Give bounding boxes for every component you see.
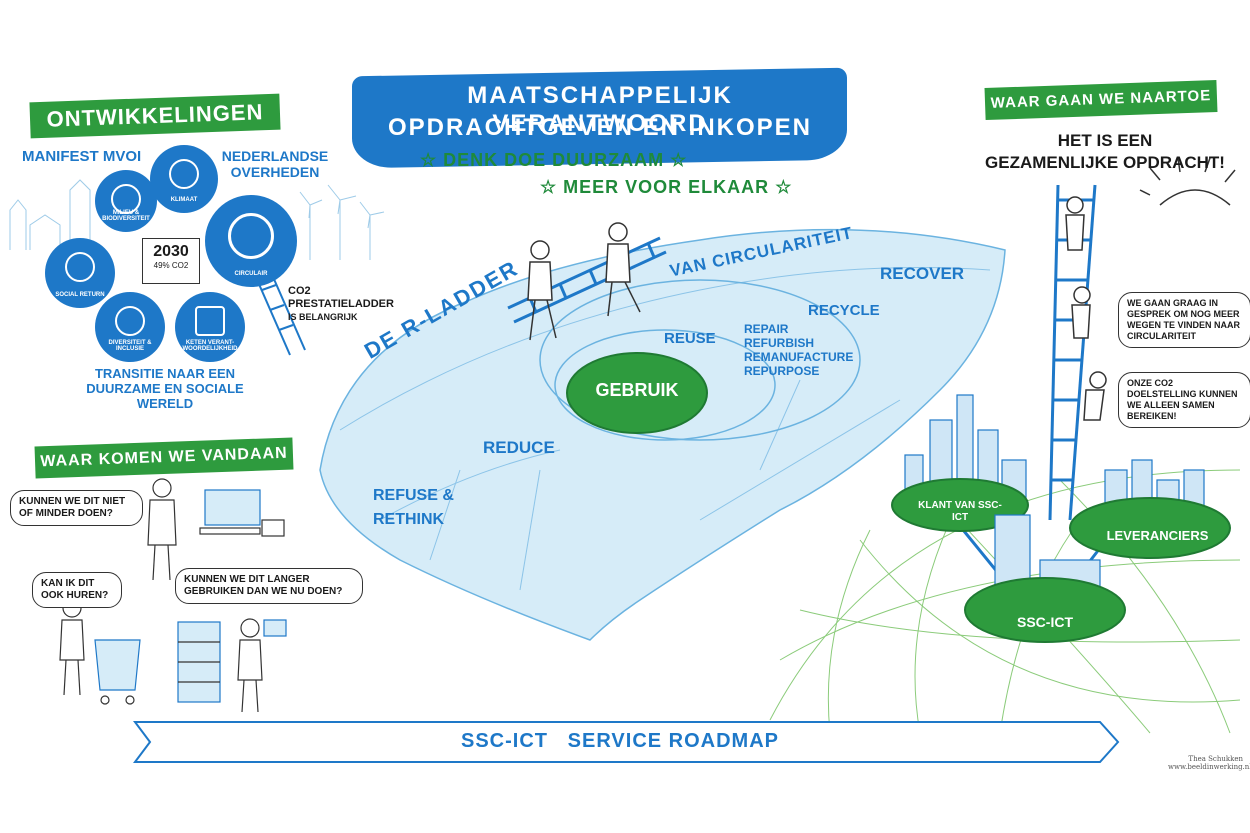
rladder-road — [319, 228, 1006, 641]
circle-circulair: Circulair — [205, 195, 297, 287]
co2-line-1: CO2 — [288, 285, 311, 297]
recycle-ring — [539, 279, 861, 441]
speech-bubble-langer: Kunnen we dit langer gebruiken dan we nu… — [175, 568, 363, 604]
recover-label: Recover — [880, 264, 965, 283]
star-icon: ☆ — [540, 177, 558, 197]
people-icon — [65, 252, 95, 282]
speech-bubble-co2: Onze CO2 doelstelling kunnen we alleen s… — [1118, 372, 1250, 428]
signature-name: Thea Schukken — [1188, 755, 1243, 763]
calendar-sub: 49% CO2 — [153, 261, 189, 270]
small-ladder-illustration — [254, 269, 306, 356]
refuse-label: Refuse & Rethink — [373, 484, 454, 532]
circle-keten: Keten verant-woordelijkheid — [175, 292, 245, 362]
co2-line-3: is belangrijk — [288, 312, 358, 322]
office-illustration — [147, 478, 285, 581]
island-ssc-ict-label: SSC-ICT — [1017, 614, 1073, 630]
r-list: Repair Refurbish Remanufacture Repurpose — [744, 322, 853, 378]
circle-social-return: Social return — [45, 238, 115, 308]
title-line-1: Maatschappelijk verantwoord — [467, 82, 733, 137]
star-icon: ☆ — [420, 150, 438, 170]
globe-icon — [111, 184, 141, 214]
refuse-line-2: Rethink — [373, 511, 445, 528]
artist-signature: Thea Schukken www.beeldinwerking.nl — [1168, 755, 1250, 771]
remanufacture-label: Remanufacture — [744, 350, 854, 364]
title-line-2: opdrachtgeven en inkopen — [387, 114, 813, 141]
people-illustration — [527, 222, 641, 341]
slogan-denk-doe: Denk doe duurzaam — [443, 150, 665, 170]
star-icon: ☆ — [775, 177, 793, 197]
server-illustration — [177, 618, 287, 713]
heart-hands-icon — [115, 306, 145, 336]
recycle-icon — [228, 213, 274, 259]
gezamenlijk-statement: Het is een gezamenlijke opdracht! — [980, 130, 1230, 174]
gebruik-ellipse — [566, 352, 708, 434]
climbers-illustration — [1065, 196, 1107, 421]
slogan-meer-voor: Meer voor elkaar — [563, 177, 770, 197]
windmills-illustration — [9, 179, 385, 260]
overheden-label: Nederlandse overheden — [221, 148, 329, 180]
gebruik-label: Gebruik — [595, 380, 679, 400]
circle-klimaat: Klimaat — [150, 145, 218, 213]
reuse-label: Reuse — [664, 330, 716, 347]
repurpose-label: Repurpose — [744, 364, 820, 378]
star-icon: ☆ — [670, 150, 688, 170]
reduce-label: Reduce — [483, 438, 555, 457]
handshake-icon — [169, 159, 199, 189]
transitie-note: Transitie naar een duurzame en sociale w… — [60, 366, 270, 411]
signature-site: www.beeldinwerking.nl — [1168, 763, 1250, 771]
refuse-line-1: Refuse & — [373, 487, 454, 504]
document-icon — [195, 306, 225, 336]
manifest-label: Manifest MVOI — [22, 148, 142, 165]
roadmap-label: SSC-ICT Service Roadmap — [461, 730, 779, 752]
sun-illustration — [1139, 157, 1236, 206]
speech-bubble-niet-minder: Kunnen we dit niet of minder doen? — [10, 490, 143, 526]
island-leveranciers-label: Leveranciers — [1106, 528, 1209, 543]
refurbish-label: Refurbish — [744, 336, 815, 350]
circle-milieu: Milieu & biodiversiteit — [95, 170, 157, 232]
co2-line-2: prestatieladder — [288, 298, 394, 310]
reuse-ring — [554, 329, 776, 441]
speech-bubble-gesprek: We gaan graag in gesprek om nog meer weg… — [1118, 292, 1250, 348]
statement-line-1: Het is een — [1057, 131, 1153, 150]
statement-line-2: gezamenlijke opdracht! — [985, 153, 1225, 172]
transitie-line-2: duurzame en sociale wereld — [86, 381, 244, 411]
islands-illustration — [891, 394, 1231, 643]
island-klant-label: Klant van SSC-ICT — [918, 500, 1002, 523]
calendar-year: 2030 — [153, 243, 189, 260]
transitie-line-1: Transitie naar een — [94, 366, 236, 381]
calendar-2030: 2030 49% CO2 — [142, 238, 200, 284]
circle-diversiteit: Diversiteit & inclusie — [95, 292, 165, 362]
co2-note: CO2 prestatieladder is belangrijk — [288, 285, 394, 324]
repair-label: Repair — [744, 322, 789, 336]
slogan-row-2: ☆ Meer voor elkaar ☆ — [540, 177, 792, 198]
speech-bubble-huren: Kan ik dit ook huren? — [32, 572, 122, 608]
shopping-illustration — [59, 598, 141, 705]
recycle-label: Recycle — [808, 302, 880, 319]
slogan-row-1: ☆ Denk doe duurzaam ☆ — [420, 150, 687, 171]
